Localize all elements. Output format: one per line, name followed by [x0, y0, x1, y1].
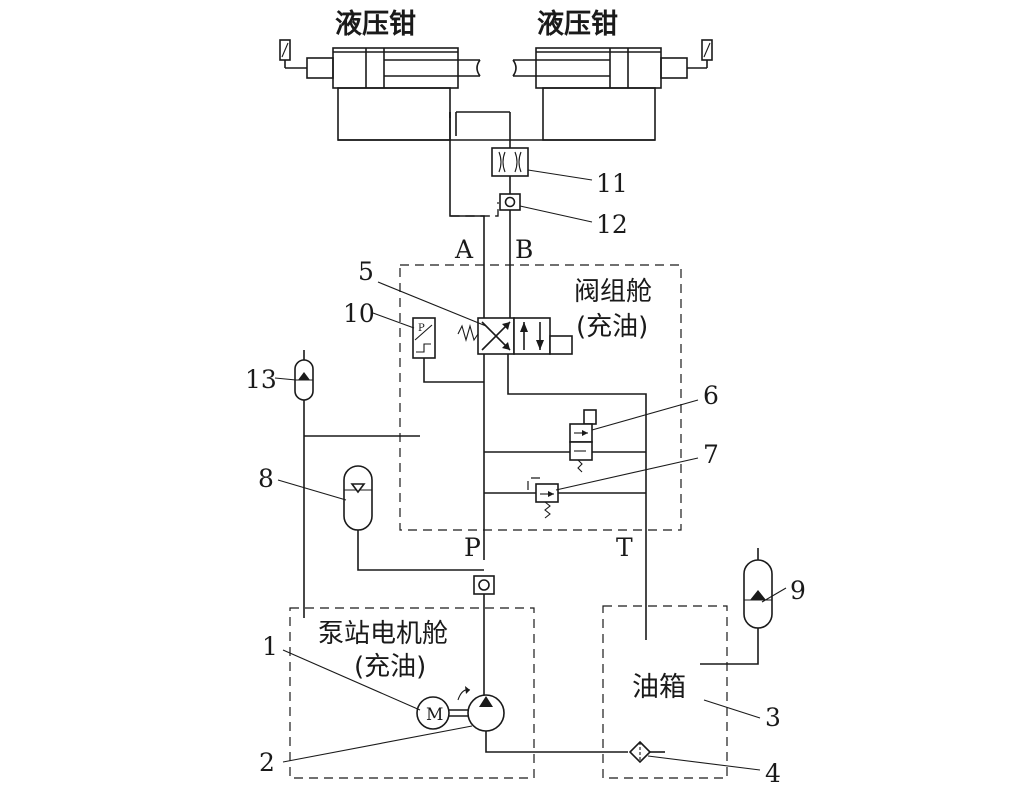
port-t-label: T	[616, 533, 633, 562]
switch-letter: P	[418, 323, 425, 334]
motor-letter: M	[426, 705, 443, 725]
accumulator-13	[294, 350, 314, 618]
callout-5: 5	[358, 257, 374, 286]
accumulator-9	[743, 548, 773, 629]
oil-tank: 油箱	[602, 605, 759, 779]
flow-control-valve-11	[491, 147, 529, 194]
right-clamp-title: 液压钳	[537, 9, 618, 40]
pump-chamber-sub: (充油)	[354, 652, 426, 682]
valve-chamber-name: 阀组舱	[574, 277, 652, 307]
right-hydraulic-clamp: 液压钳	[512, 9, 713, 141]
accumulator-8	[343, 465, 484, 571]
tank-label: 油箱	[632, 672, 686, 703]
callout-13: 13	[245, 365, 277, 394]
callout-1: 1	[262, 632, 278, 661]
pressure-switch-10: P	[412, 317, 484, 383]
callout-10: 10	[343, 299, 375, 328]
callout-11: 11	[596, 169, 628, 198]
port-p-label: P	[464, 533, 481, 562]
valve-chamber-lines	[304, 354, 647, 640]
valve-chamber: 阀组舱 (充油)	[399, 264, 682, 531]
callout-4: 4	[765, 759, 781, 788]
check-valve-12	[499, 193, 521, 318]
callout-3: 3	[765, 703, 781, 732]
hydraulic-pump	[457, 686, 628, 753]
callout-6: 6	[703, 381, 719, 410]
callout-12: 12	[596, 210, 628, 239]
left-clamp-title: 液压钳	[335, 9, 416, 40]
pump-check-valve	[473, 575, 495, 700]
callout-9: 9	[790, 576, 806, 605]
callout-8: 8	[258, 464, 274, 493]
port-a-label: A	[454, 235, 474, 264]
filter-4	[628, 740, 665, 764]
solenoid-valve-6	[569, 409, 597, 473]
pump-chamber-name: 泵站电机舱	[318, 619, 448, 649]
pump-motor-chamber: 泵站电机舱 (充油)	[289, 607, 535, 779]
electric-motor: M	[416, 696, 468, 730]
valve-chamber-sub: (充油)	[576, 312, 648, 342]
callout-2: 2	[259, 748, 275, 777]
callouts: 1 2 3 4 5 6 7 8 9 10 11 12 13	[245, 169, 806, 788]
directional-valve-5	[457, 317, 573, 355]
port-b-label: B	[515, 235, 533, 264]
relief-valve-7	[527, 477, 559, 519]
callout-7: 7	[703, 440, 719, 469]
